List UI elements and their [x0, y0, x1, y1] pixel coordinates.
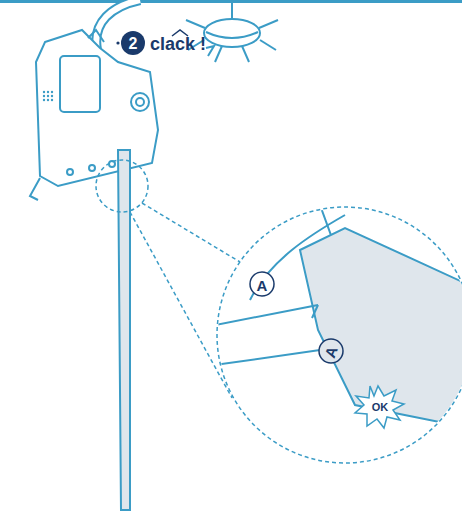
sound-text: clack ! [150, 35, 206, 53]
alignment-mark: A [257, 278, 268, 293]
clamp-unit [30, 30, 158, 200]
zoom-detail [210, 200, 462, 470]
zoom-leader [130, 212, 232, 398]
pole [118, 150, 130, 510]
callout-number: 2 [129, 36, 138, 52]
top-rule [0, 0, 462, 3]
speaker-dots [43, 91, 53, 101]
marker-circle [319, 339, 343, 363]
step-dot [116, 41, 119, 44]
ok-text: OK [372, 402, 389, 413]
zoom-leader [142, 203, 240, 262]
step-badge [121, 31, 145, 55]
marker-circle [250, 272, 274, 296]
zoom-circle [217, 207, 462, 463]
mobile-hub [186, 3, 278, 62]
zoom-source [96, 160, 148, 212]
ok-burst [355, 386, 404, 428]
click-mark [206, 46, 214, 56]
